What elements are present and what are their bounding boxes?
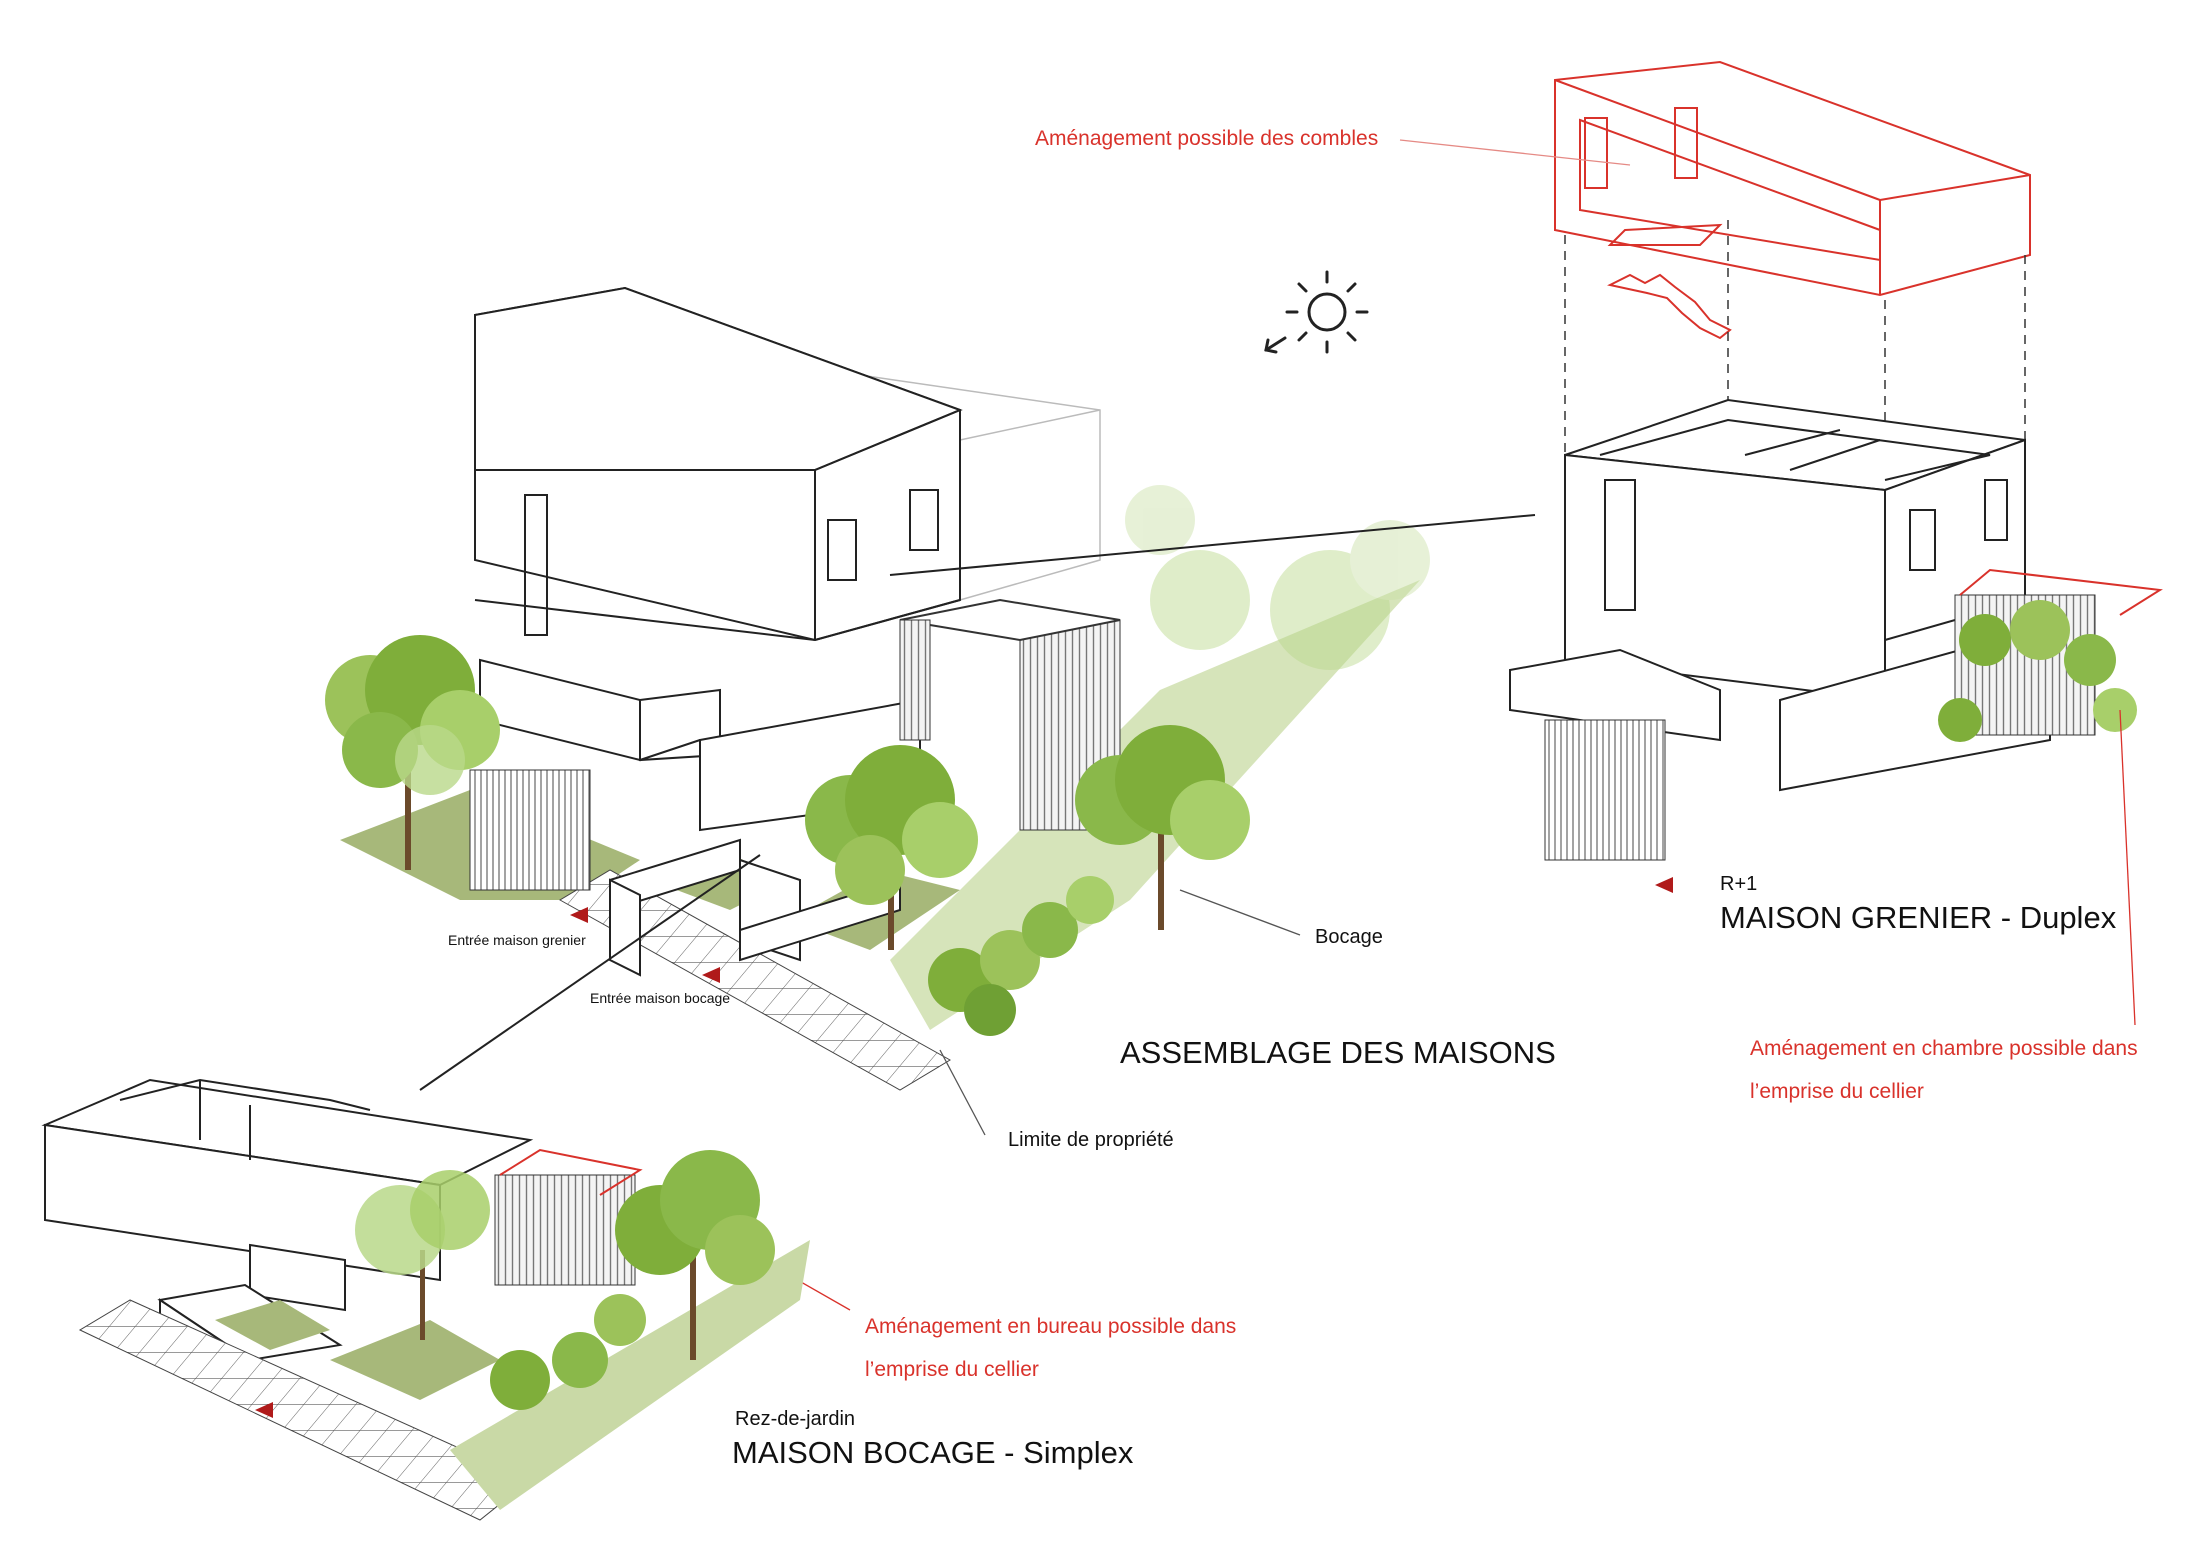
cellar-slats-left xyxy=(469,769,591,891)
bocage-hedge xyxy=(928,876,1114,1036)
bocage-lawn-a xyxy=(215,1300,330,1350)
assembly-title: ASSEMBLAGE DES MAISONS xyxy=(1120,1035,1556,1070)
label-bocage: Bocage xyxy=(1315,926,1383,948)
bocage-title: MAISON BOCAGE - Simplex xyxy=(732,1435,1134,1470)
tree-right xyxy=(1075,725,1250,930)
label-chambre-line2: l’emprise du cellier xyxy=(1750,1080,1924,1103)
bocage-pergola-red xyxy=(499,1148,643,1196)
entrance-marker-bocage-rdj xyxy=(255,1402,273,1418)
label-r1: R+1 xyxy=(1720,873,1758,895)
label-bureau-line2: l’emprise du cellier xyxy=(865,1358,1039,1381)
bocage-lawn-b xyxy=(330,1320,500,1400)
label-chambre-line1: Aménagement en chambre possible dans xyxy=(1750,1037,2138,1060)
pergola-top xyxy=(899,598,1121,642)
arrow-icon xyxy=(1264,336,1287,354)
leader-limite xyxy=(939,1049,986,1136)
leader-bocage xyxy=(1179,889,1301,936)
bocage-trees xyxy=(355,1150,775,1410)
connector-to-grenier xyxy=(889,514,1536,576)
label-limite: Limite de propriété xyxy=(1008,1129,1174,1151)
connector-to-bocage xyxy=(419,854,761,1091)
label-entree-bocage: Entrée maison bocage xyxy=(590,990,731,1006)
bocage-pergola-slats xyxy=(494,1174,636,1286)
leader-combles xyxy=(1399,139,1631,166)
faded-trees xyxy=(1125,485,1430,670)
label-entree-grenier: Entrée maison grenier xyxy=(448,932,586,948)
grenier-title: MAISON GRENIER - Duplex xyxy=(1720,900,2117,935)
entrance-marker-bocage xyxy=(702,967,720,983)
assembly-group xyxy=(325,286,1536,1136)
leader-chambre xyxy=(2119,709,2136,1026)
grenier-plants xyxy=(1938,600,2137,742)
tree-left xyxy=(325,635,500,870)
label-bureau-line1: Aménagement en bureau possible dans xyxy=(865,1315,1237,1338)
grenier-pergola-red xyxy=(1959,568,2163,616)
pergola-front xyxy=(899,619,931,741)
entrance-marker-grenier xyxy=(570,907,588,923)
grenier-cellar-slats xyxy=(1544,719,1666,861)
sun-icon xyxy=(1285,270,1369,354)
label-combles: Aménagement possible des combles xyxy=(1035,127,1379,150)
tree-center xyxy=(805,745,978,950)
entrance-marker-r1 xyxy=(1655,877,1673,893)
bocage-green xyxy=(450,1240,810,1510)
label-rdj: Rez-de-jardin xyxy=(735,1408,856,1430)
grenier-attic xyxy=(1554,60,2031,340)
